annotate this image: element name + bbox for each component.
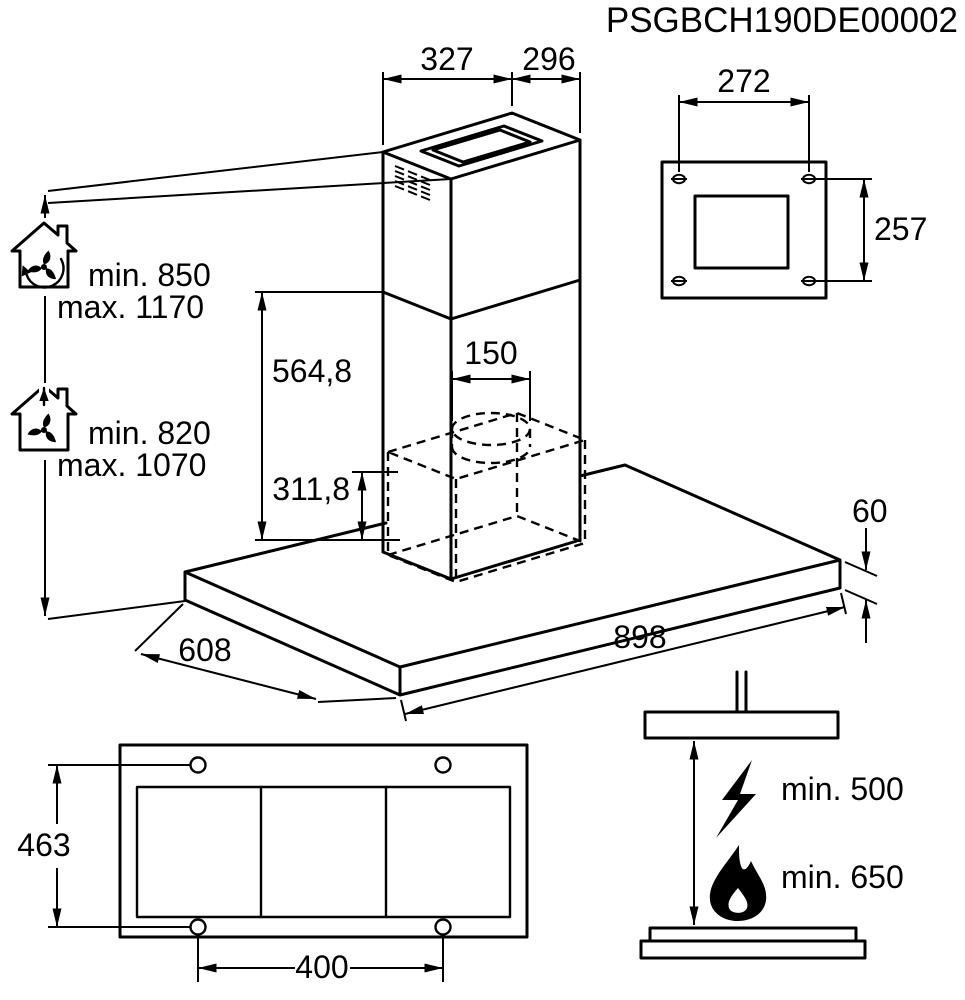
dim-bracket-pitch-y-label: 257 bbox=[874, 211, 927, 247]
recirculation-arrow-icon bbox=[25, 257, 65, 289]
panel-fixing-detail: 463 400 bbox=[17, 743, 529, 985]
height-range-dimension bbox=[40, 151, 452, 620]
dim-panel-thickness: 60 bbox=[844, 493, 888, 643]
dim-witness-lines bbox=[48, 764, 190, 928]
house-icon bbox=[10, 221, 78, 289]
fixing-hole bbox=[189, 918, 207, 936]
fixing-hole bbox=[434, 918, 452, 936]
dim-lower-section-height-label: 311,8 bbox=[272, 471, 350, 507]
dim-panel-hole-pitch-y: 463 bbox=[17, 764, 190, 928]
extraction-mode: min. 820 max. 1070 bbox=[10, 383, 211, 483]
duct-cylinder-lines bbox=[450, 429, 532, 465]
dim-bracket-hole-pitch-x: 272 bbox=[678, 63, 810, 172]
dim-panel-thickness-label: 60 bbox=[852, 493, 888, 529]
panel-frame-dividers bbox=[259, 785, 388, 919]
flame-inner bbox=[728, 888, 748, 913]
dim-upper-section-height-label: 564,8 bbox=[272, 353, 352, 389]
dim-panel-hole-pitch-x: 400 bbox=[197, 936, 444, 985]
recirculation-arrowhead bbox=[21, 265, 31, 277]
dim-witness-lines bbox=[400, 592, 847, 722]
dim-bracket-hole-pitch-y: 257 bbox=[816, 178, 927, 282]
extraction-max-height: max. 1070 bbox=[57, 447, 206, 483]
mounting-hole-slot-lines bbox=[671, 178, 817, 282]
dim-witness-lines bbox=[134, 603, 397, 703]
bracket-mounting-holes bbox=[671, 173, 817, 287]
dim-line bbox=[140, 653, 317, 700]
dim-bracket-pitch-x-label: 272 bbox=[717, 63, 770, 99]
dim-panel-pitch-y-label: 463 bbox=[17, 827, 70, 863]
ceiling-panel-outline bbox=[183, 463, 842, 697]
fan-hub bbox=[41, 427, 47, 433]
recirculation-max-height: max. 1170 bbox=[57, 289, 204, 325]
dim-witness-lines bbox=[844, 561, 878, 605]
fixing-hole bbox=[434, 756, 452, 774]
hob-base-bar bbox=[639, 939, 867, 960]
hood-body-hidden-outline bbox=[384, 411, 589, 584]
chimney-stub-lines bbox=[735, 670, 748, 714]
bracket-outer-plate bbox=[660, 160, 828, 300]
dim-upper-section-height: 564,8 bbox=[255, 291, 400, 541]
dim-panel-depth: 608 bbox=[134, 603, 397, 703]
dim-witness-lines bbox=[255, 291, 400, 541]
dim-panel-width-label: 898 bbox=[613, 619, 666, 655]
ceiling-fixing-detail: 272 257 bbox=[660, 63, 927, 300]
fan-hub bbox=[41, 264, 47, 270]
dim-witness-lines bbox=[678, 95, 810, 172]
flame-icon bbox=[709, 845, 767, 921]
house-extraction-fan-icon bbox=[10, 383, 78, 452]
recirculation-mode: min. 850 max. 1170 bbox=[10, 221, 211, 325]
electric-hob-clearance-label: min. 500 bbox=[781, 771, 904, 807]
vent-slots bbox=[394, 165, 431, 201]
dim-witness-lines bbox=[197, 936, 444, 982]
hood-main-view: 327 296 564,8 311,8 150 bbox=[10, 41, 888, 722]
hob-clearance-detail: min. 500 min. 650 bbox=[639, 670, 904, 960]
dim-panel-width: 898 bbox=[400, 592, 847, 722]
dim-chimney-depth: 296 bbox=[512, 41, 581, 133]
extraction-min-height: min. 820 bbox=[88, 415, 211, 451]
dim-chimney-depth-label: 296 bbox=[522, 41, 575, 77]
fan-icon bbox=[26, 250, 59, 281]
dim-chimney-width-label: 327 bbox=[420, 41, 473, 77]
dim-duct-diameter-label: 150 bbox=[464, 335, 517, 371]
panel-inner-frame bbox=[135, 785, 512, 919]
dim-panel-pitch-x-label: 400 bbox=[295, 949, 348, 985]
hood-canopy-bar bbox=[643, 710, 840, 740]
dim-witness-lines bbox=[47, 151, 452, 620]
panel-plan-outline bbox=[118, 743, 529, 939]
house-recirculation-fan-icon bbox=[10, 221, 78, 289]
hob-top-bar bbox=[648, 926, 858, 943]
gas-hob-clearance-label: min. 650 bbox=[781, 859, 904, 895]
bracket-inner-opening bbox=[693, 194, 790, 270]
dim-duct-diameter: 150 bbox=[451, 335, 531, 421]
flame-outer bbox=[709, 845, 767, 921]
fixing-hole bbox=[189, 756, 207, 774]
panel-fixing-holes bbox=[189, 756, 452, 936]
dim-line bbox=[404, 606, 846, 715]
dim-panel-depth-label: 608 bbox=[178, 632, 231, 668]
recirculation-min-height: min. 850 bbox=[88, 257, 211, 293]
duct-outlet-hidden bbox=[450, 411, 532, 465]
dim-lower-section-height: 311,8 bbox=[272, 471, 398, 540]
product-code: PSGBCH190DE00002 bbox=[606, 1, 958, 40]
lightning-bolt-icon bbox=[716, 760, 756, 838]
fan-icon bbox=[26, 413, 59, 444]
house-icon bbox=[10, 384, 78, 452]
